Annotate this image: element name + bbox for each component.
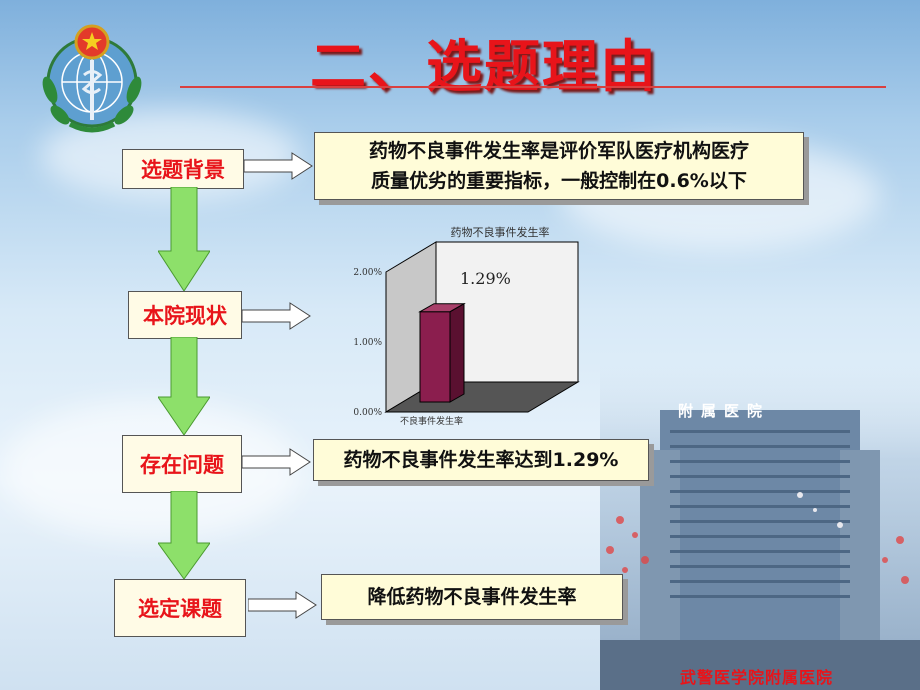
hospital-building-illustration [600, 360, 920, 690]
footer-hospital-name: 武警医学院附属医院 [680, 668, 834, 687]
right-arrow-icon [242, 302, 311, 330]
step-problem-box: 存在问题 [122, 435, 242, 493]
bar [419, 311, 451, 403]
bar-side [449, 302, 465, 403]
step-problem-note: 药物不良事件发生率达到1.29% [313, 439, 649, 481]
emblem-icon [42, 24, 142, 133]
building-sign: 附属医院 [678, 402, 771, 420]
step-topic-box: 选定课题 [114, 579, 246, 637]
down-arrow-icon [158, 337, 210, 435]
right-arrow-icon [244, 152, 313, 180]
note-line: 药物不良事件发生率是评价军队医疗机构医疗 [368, 140, 749, 162]
note-line: 药物不良事件发生率达到1.29% [343, 449, 619, 471]
step-status-label: 本院现状 [143, 304, 227, 328]
step-status-box: 本院现状 [128, 291, 242, 339]
data-label: 1.29% [460, 269, 511, 288]
step-topic-label: 选定课题 [138, 597, 222, 621]
y-tick-label: 0.00% [353, 408, 382, 418]
note-line: 质量优劣的重要指标，一般控制在0.6%以下 [371, 170, 747, 192]
right-arrow-icon [248, 591, 317, 619]
step-topic-note: 降低药物不良事件发生率 [321, 574, 623, 620]
down-arrow-icon [158, 187, 210, 291]
step-background-box: 选题背景 [122, 149, 244, 189]
y-tick-label: 1.00% [353, 338, 382, 348]
y-tick-label: 2.00% [353, 268, 382, 278]
down-arrow-icon [158, 491, 210, 579]
step-background-label: 选题背景 [141, 158, 225, 182]
step-background-note: 药物不良事件发生率是评价军队医疗机构医疗 质量优劣的重要指标，一般控制在0.6%… [314, 132, 804, 200]
title-underline [180, 86, 886, 88]
page-title: 二、选题理由 [310, 35, 658, 100]
step-problem-label: 存在问题 [140, 453, 224, 477]
adverse-event-rate-chart: 药物不良事件发生率 0.00% 1.00% 2.00% 1.29% 不良事件发生率 [353, 225, 580, 427]
chart-title: 药物不良事件发生率 [451, 225, 550, 239]
bar-top [418, 303, 466, 313]
right-arrow-icon [242, 448, 311, 476]
note-line: 降低药物不良事件发生率 [367, 586, 577, 608]
x-tick-label: 不良事件发生率 [400, 415, 463, 427]
